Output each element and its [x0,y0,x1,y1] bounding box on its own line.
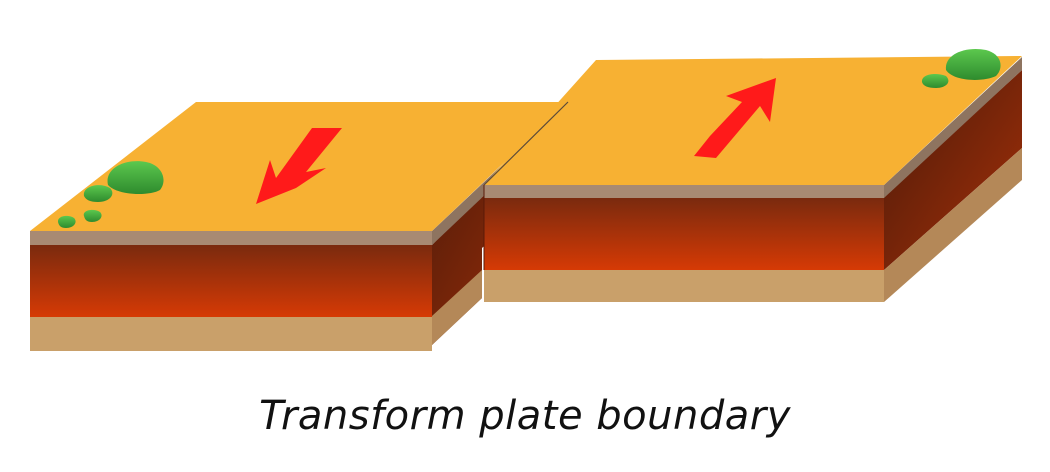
arrow-up-right-icon [694,78,776,158]
bush-icon [945,48,1001,80]
left-plate-base [30,317,432,351]
right-plate-side-base [884,148,1022,302]
arrow-down-left-icon [256,128,342,204]
right-plate-side-mantle [884,70,1022,270]
left-plate-side-base [432,270,482,345]
bush-icon [83,185,113,202]
bush-icon [83,209,102,222]
vegetation-right [921,48,1001,88]
left-plate-crust-edge [30,231,432,245]
right-plate-crust-edge-side [884,57,1022,198]
vegetation-left [57,161,164,228]
right-plate-mantle [484,198,884,270]
right-plate [484,48,1022,302]
left-plate [30,102,568,351]
right-plate-crust-edge [484,185,884,198]
right-plate-base [484,270,884,302]
fault-line [483,101,569,186]
diagram-caption: Transform plate boundary [259,393,791,439]
left-plate-mantle [30,245,432,317]
right-plate-top [484,56,1022,185]
bush-icon [921,74,949,88]
bush-icon [57,215,76,228]
bush-icon [107,161,164,195]
